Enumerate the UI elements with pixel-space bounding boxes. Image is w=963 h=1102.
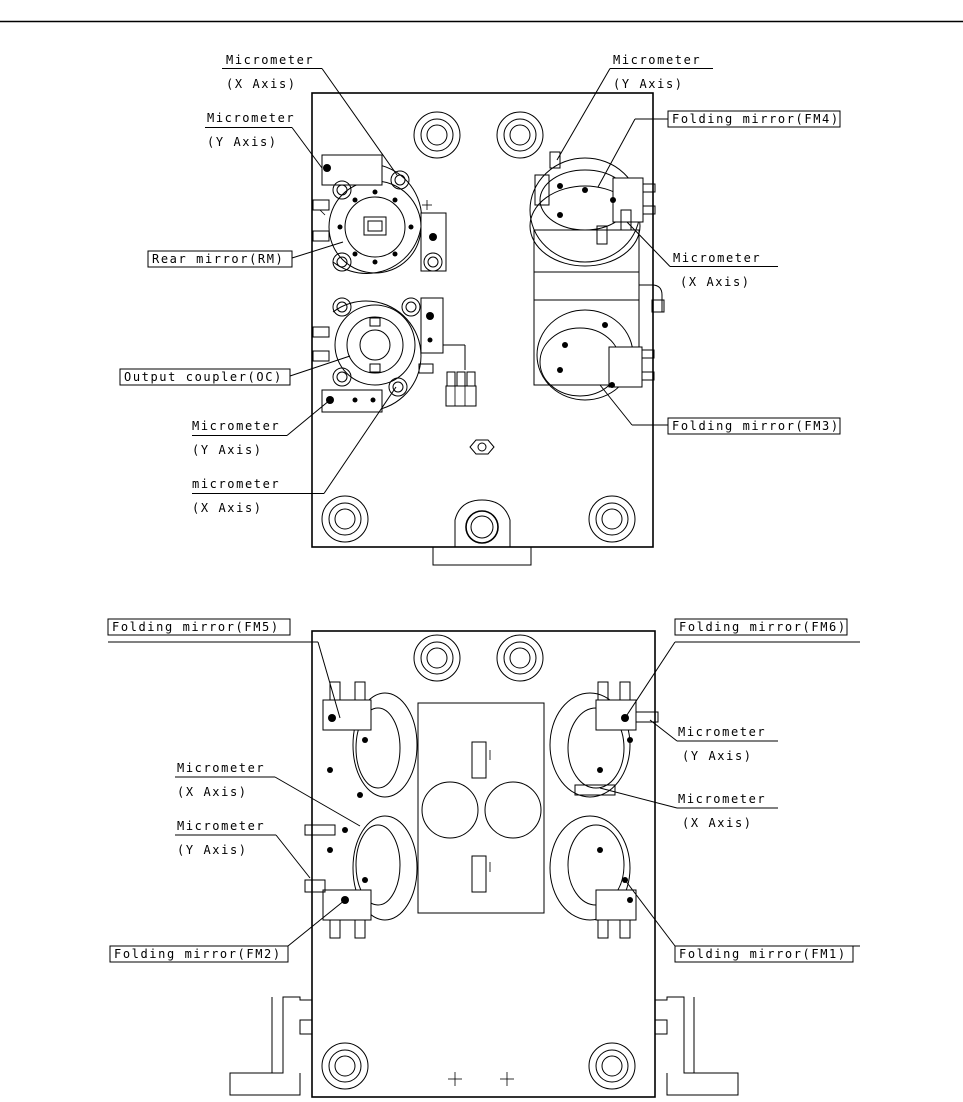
label-micrometer-x-top-2: (X Axis) xyxy=(226,77,297,91)
right-side-bracket xyxy=(655,996,739,1096)
fm1-mount xyxy=(549,815,637,939)
label-micrometer-y-lower-1: Micrometer xyxy=(192,419,280,433)
label-folding-mirror-fm4: Folding mirror(FM4) xyxy=(672,112,840,126)
bottom-mount-bolts xyxy=(321,634,636,1090)
fm2-mount xyxy=(304,815,418,939)
label-micrometer-y-left-bottom-1: Micrometer xyxy=(177,819,265,833)
right-folding-mirror-module xyxy=(529,151,665,401)
fm4-label-box xyxy=(667,110,841,128)
fm1-label-box xyxy=(674,945,854,963)
fm5-label-box xyxy=(107,618,291,636)
fm3-label-box xyxy=(667,417,841,435)
top-view-assembly: Micrometer (X Axis) Micrometer (Y Axis) … xyxy=(119,53,841,566)
fm6-label-box xyxy=(674,618,848,636)
label-micrometer-y-right-1: Micrometer xyxy=(613,53,701,67)
label-folding-mirror-fm3: Folding mirror(FM3) xyxy=(672,419,840,433)
label-micrometer-x-lower-1: micrometer xyxy=(192,477,280,491)
output-coupler-label-box xyxy=(119,368,291,386)
label-micrometer-x-right-1: Micrometer xyxy=(673,251,761,265)
top-mount-bolts xyxy=(321,111,636,543)
label-micrometer-x-top-1: Micrometer xyxy=(226,53,314,67)
label-folding-mirror-fm2: Folding mirror(FM2) xyxy=(114,947,282,961)
top-view-labels: Micrometer (X Axis) Micrometer (Y Axis) … xyxy=(119,53,841,515)
bottom-base-plate xyxy=(311,630,656,1098)
label-micrometer-y-left-2: (Y Axis) xyxy=(207,135,278,149)
left-side-bracket xyxy=(229,996,312,1096)
label-rear-mirror: Rear mirror(RM) xyxy=(152,252,284,266)
output-coupler-mount xyxy=(312,297,477,413)
fm6-mount xyxy=(549,681,659,798)
label-micrometer-x-right-bottom-2: (X Axis) xyxy=(682,816,753,830)
top-leader-lines xyxy=(192,68,778,494)
rear-mirror-mount xyxy=(312,154,447,274)
fm5-mount xyxy=(322,681,418,798)
label-micrometer-y-lower-2: (Y Axis) xyxy=(192,443,263,457)
top-base-foot xyxy=(432,547,532,566)
label-folding-mirror-fm5: Folding mirror(FM5) xyxy=(112,620,280,634)
label-output-coupler: Output coupler(OC) xyxy=(124,370,283,384)
fm2-label-box xyxy=(109,945,289,963)
label-micrometer-x-right-bottom-1: Micrometer xyxy=(678,792,766,806)
label-micrometer-y-right-bottom-1: Micrometer xyxy=(678,725,766,739)
rear-mirror-label-box xyxy=(147,250,293,268)
label-folding-mirror-fm6: Folding mirror(FM6) xyxy=(679,620,847,634)
label-micrometer-y-left-bottom-2: (Y Axis) xyxy=(177,843,248,857)
label-micrometer-y-right-2: (Y Axis) xyxy=(613,77,684,91)
bottom-view-labels: Folding mirror(FM5) Folding mirror(FM6) … xyxy=(107,618,854,963)
label-micrometer-x-left-2: (X Axis) xyxy=(177,785,248,799)
label-folding-mirror-fm1: Folding mirror(FM1) xyxy=(679,947,847,961)
label-micrometer-x-right-2: (X Axis) xyxy=(680,275,751,289)
label-micrometer-y-left-1: Micrometer xyxy=(207,111,295,125)
top-base-plate xyxy=(311,92,654,548)
label-micrometer-x-lower-2: (X Axis) xyxy=(192,501,263,515)
bottom-view-assembly: Folding mirror(FM5) Folding mirror(FM6) … xyxy=(107,618,860,1098)
label-micrometer-x-left-1: Micrometer xyxy=(177,761,265,775)
label-micrometer-y-right-bottom-2: (Y Axis) xyxy=(682,749,753,763)
